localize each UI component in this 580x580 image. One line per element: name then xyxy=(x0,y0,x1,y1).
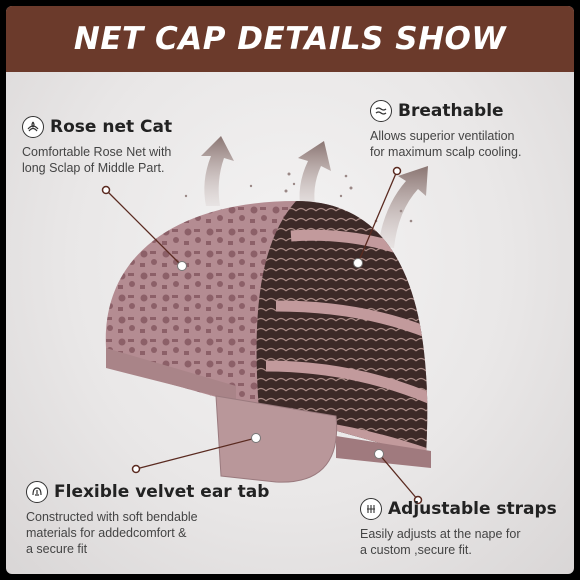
breathable-icon xyxy=(370,100,392,122)
ear-tab-icon xyxy=(26,481,48,503)
ear-tab-title: Flexible velvet ear tab xyxy=(54,482,270,502)
feature-ear-tab: Flexible velvet ear tab Constructed with… xyxy=(26,481,269,557)
straps-title: Adjustable straps xyxy=(388,499,557,519)
rose-net-desc-line2: long Sclap of Middle Part. xyxy=(22,161,165,175)
straps-desc-line2: a custom ,secure fit. xyxy=(360,543,472,557)
strap-icon xyxy=(360,498,382,520)
callout-dots xyxy=(101,166,423,505)
rose-net-icon xyxy=(22,116,44,138)
breathable-title: Breathable xyxy=(398,101,504,121)
breathable-desc-line1: Allows superior ventilation xyxy=(370,129,515,143)
feature-breathable: Breathable Allows superior ventilation f… xyxy=(370,100,521,160)
straps-desc-line1: Easily adjusts at the nape for xyxy=(360,527,521,541)
ear-tab-desc-line1: Constructed with soft bendable xyxy=(26,510,198,524)
breathable-desc-line2: for maximum scalp cooling. xyxy=(370,145,522,159)
airflow-arrows xyxy=(184,136,428,248)
product-card: NET CAP DETAILS SHOW xyxy=(6,6,574,574)
ear-tab-desc-line3: a secure fit xyxy=(26,542,88,556)
rose-net-title: Rose net Cat xyxy=(50,117,173,137)
wig-cap xyxy=(105,201,431,483)
wig-cap-illustration xyxy=(101,136,431,505)
leader-lines xyxy=(105,170,419,501)
ear-tab-desc-line2: materials for addedcomfort & xyxy=(26,526,187,540)
rose-net-desc-line1: Comfortable Rose Net with xyxy=(22,145,172,159)
feature-straps: Adjustable straps Easily adjusts at the … xyxy=(360,498,557,558)
feature-rose-net: Rose net Cat Comfortable Rose Net with l… xyxy=(22,116,172,176)
page-title: NET CAP DETAILS SHOW xyxy=(73,21,507,57)
title-banner: NET CAP DETAILS SHOW xyxy=(6,6,574,72)
